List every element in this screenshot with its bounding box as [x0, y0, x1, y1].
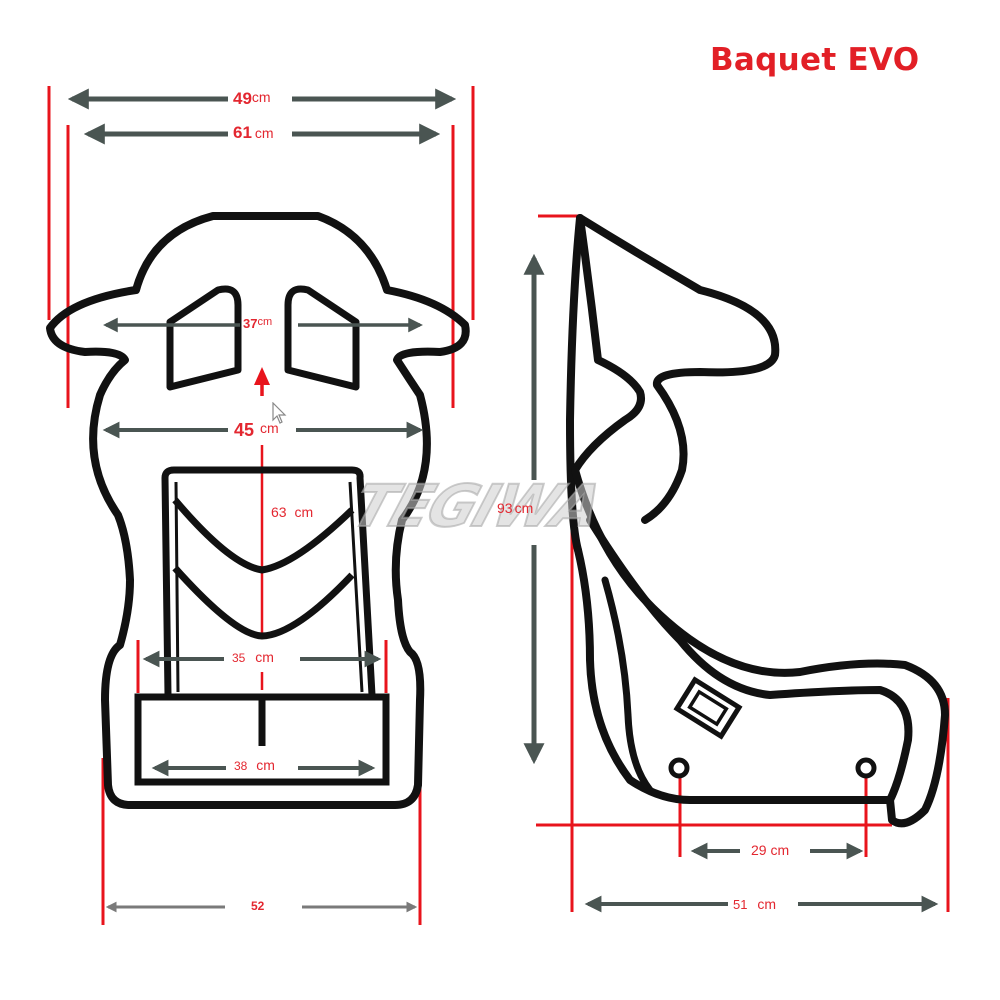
watermark-logo: TEGIWA — [343, 471, 610, 541]
seat-base — [134, 693, 390, 786]
height-arrow-head — [254, 367, 270, 385]
side-extension-lines — [536, 214, 950, 912]
backrest-chevron-upper — [172, 497, 355, 574]
rear-mount-hole — [855, 757, 877, 779]
side-dimension-arrows — [523, 253, 939, 913]
dim-label-backrest-height: 63 cm — [271, 504, 314, 520]
dim-label-shoulder-width: 37cm — [243, 316, 273, 331]
diagram-title: Baquet EVO — [710, 42, 920, 78]
side-seat-outline — [566, 214, 949, 828]
dim-label-overall-depth: 51 cm — [730, 897, 780, 911]
dim-label-seat-base-width: 38 cm — [231, 758, 278, 772]
backrest-chevron-lower — [172, 565, 355, 640]
left-shoulder-slot — [166, 285, 242, 391]
front-extension-lines — [47, 86, 475, 925]
front-view — [46, 86, 475, 925]
front-seat-outline — [46, 212, 470, 809]
dim-label-top-outer-width: 49cm — [230, 90, 274, 107]
front-dimension-arrows — [67, 88, 457, 777]
side-view — [523, 214, 950, 913]
side-logo-plate — [673, 676, 743, 740]
right-shoulder-slot — [284, 285, 360, 391]
dim-label-overall-base-width: 52 — [248, 900, 268, 912]
mouse-cursor-icon — [272, 402, 287, 424]
front-mount-hole — [668, 757, 690, 779]
backrest-frame — [161, 466, 376, 696]
dim-label-hip-width: 35 cm — [229, 650, 277, 664]
dim-label-mount-hole-spacing: 29 cm — [748, 843, 793, 857]
